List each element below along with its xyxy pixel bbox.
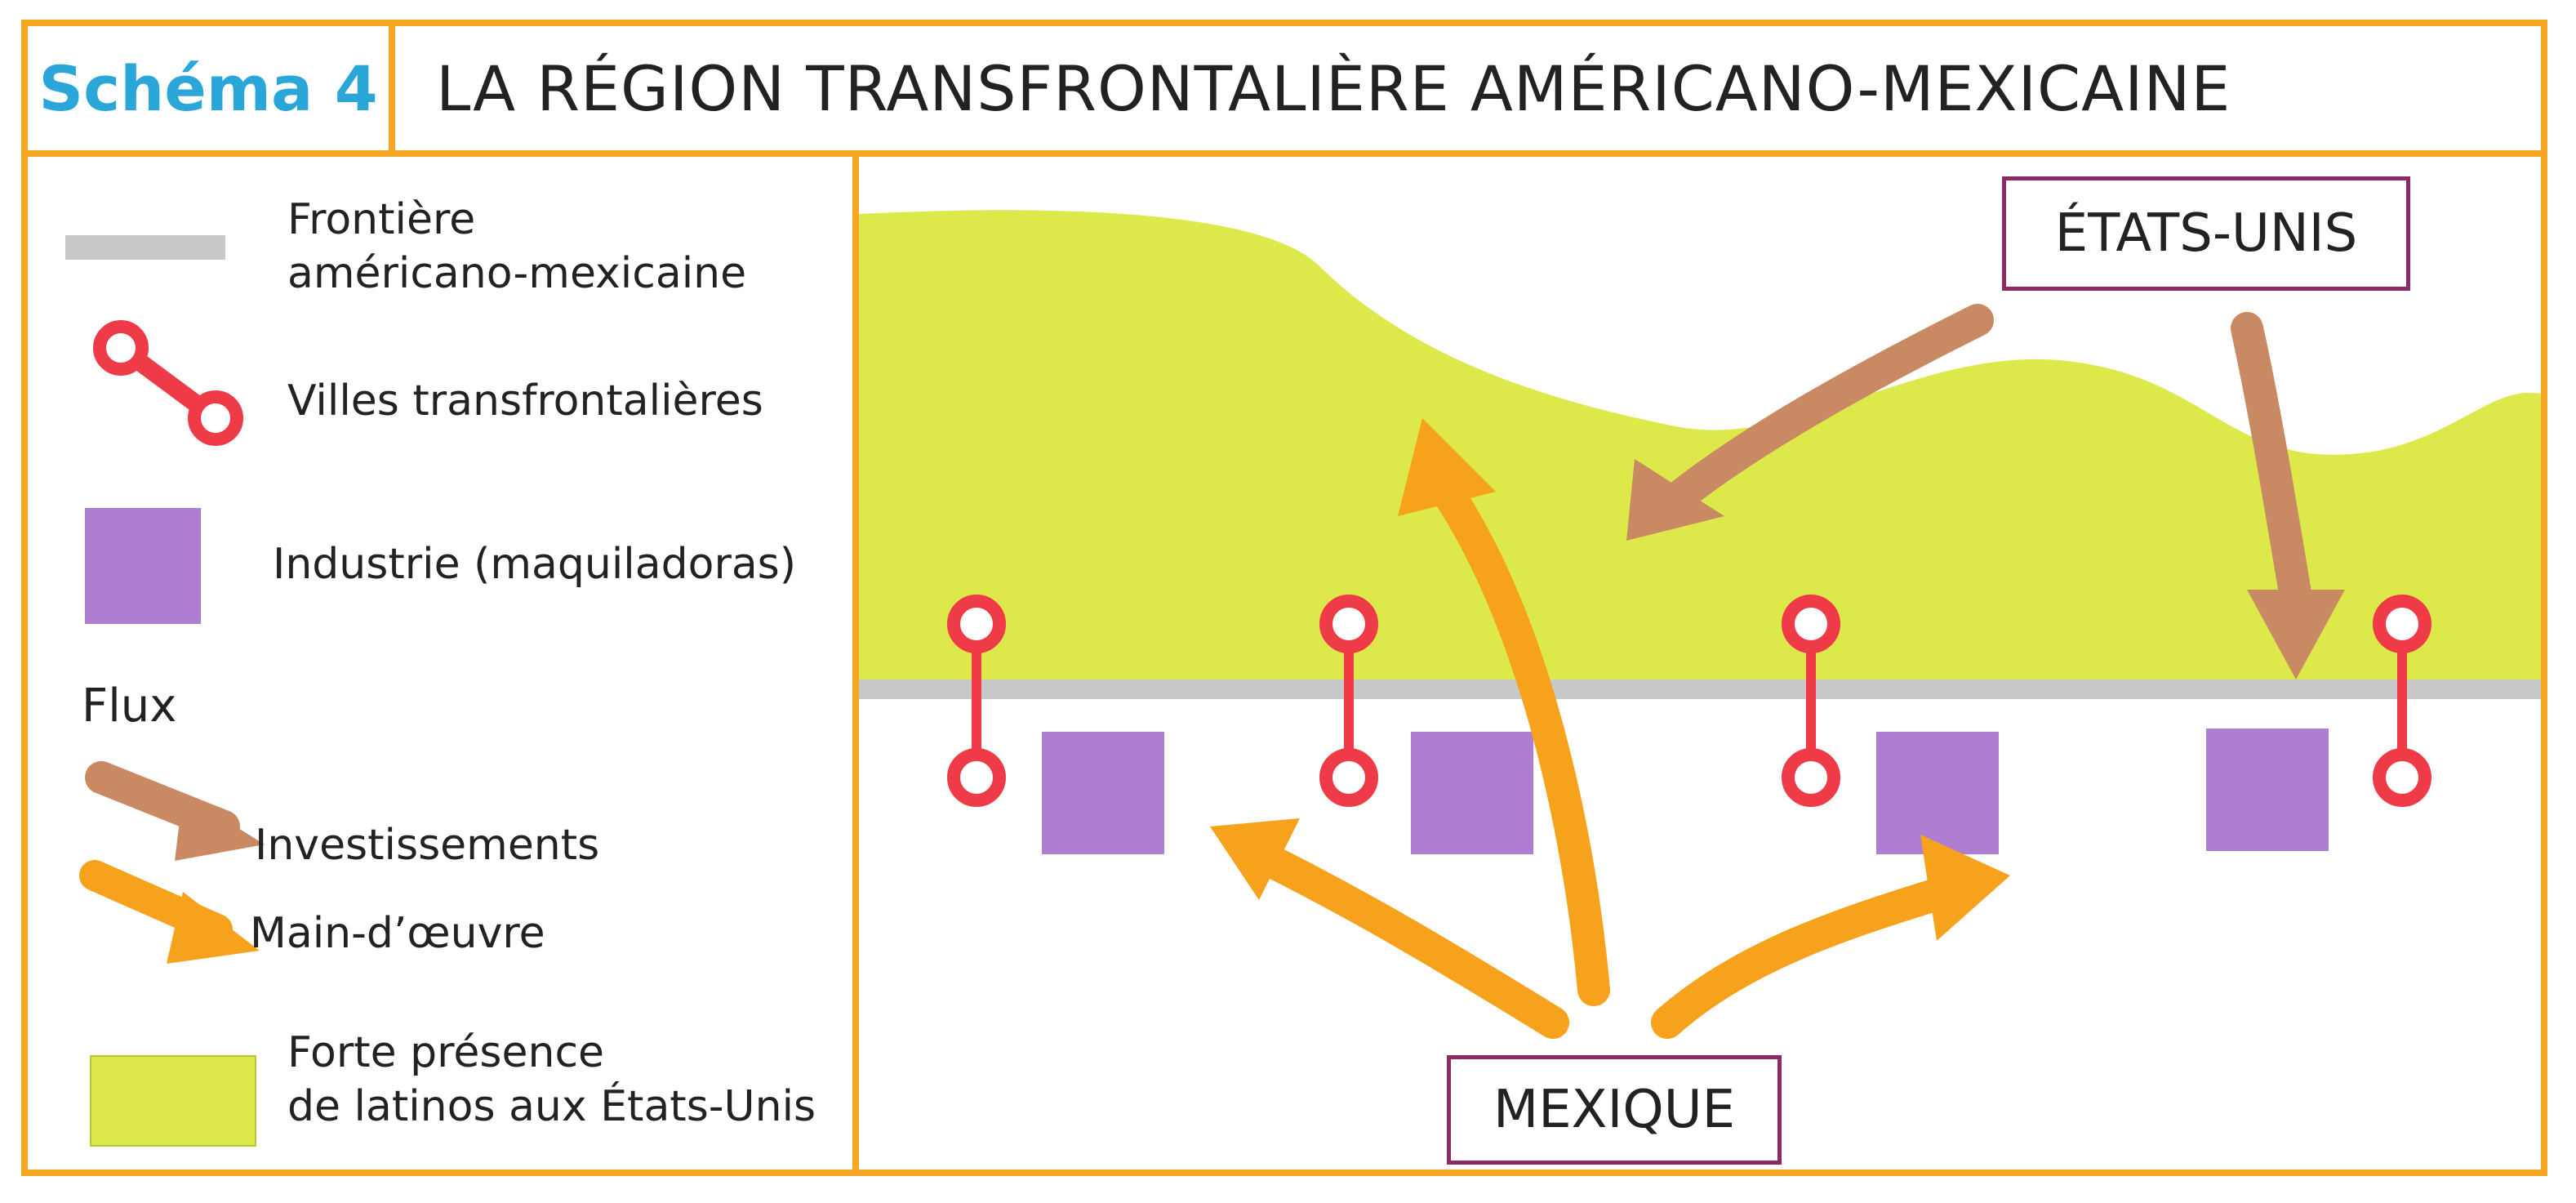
legend-border-line2: américano-mexicaine: [287, 249, 747, 298]
industry-3: [1876, 732, 1999, 854]
latino-presence-zone: [859, 210, 2541, 679]
border-line: [859, 679, 2541, 699]
labor-arrow-icon: [79, 860, 260, 964]
city-pair-1: [947, 595, 1006, 807]
latino-zone-swatch: [90, 1055, 256, 1147]
investment-arrow-1: [1626, 304, 1994, 541]
legend-latinos-line1: Forte présence: [287, 1028, 605, 1077]
map-drawing: [859, 210, 2541, 1039]
header: Schéma 4 LA RÉGION TRANSFRONTALIÈRE AMÉR…: [28, 26, 2541, 157]
industry-4: [2206, 728, 2329, 851]
investment-arrow-2: [2231, 312, 2345, 679]
labor-arrow-north: [1398, 418, 1610, 1006]
legend-border-label: Frontière américano-mexicaine: [287, 193, 746, 301]
industry-2: [1411, 732, 1533, 854]
legend: Frontière américano-mexicaine Villes tra…: [28, 157, 859, 1170]
legend-industry-label: Industrie (maquiladoras): [273, 540, 797, 589]
map-area: ÉTATS-UNIS MEXIQUE: [859, 157, 2541, 1170]
city-pair-4: [2373, 595, 2431, 807]
schema-tag: Schéma 4: [28, 26, 395, 150]
industry-swatch: [85, 508, 201, 624]
legend-investments-label: Investissements: [255, 821, 600, 870]
legend-cities-label: Villes transfrontalières: [287, 376, 763, 426]
city-pair-2: [1319, 595, 1378, 807]
city-pair-icon: [93, 320, 243, 446]
usa-label: ÉTATS-UNIS: [2002, 176, 2410, 291]
legend-border-line1: Frontière: [287, 195, 476, 244]
mexico-label: MEXIQUE: [1447, 1055, 1782, 1165]
diagram-frame: Schéma 4 LA RÉGION TRANSFRONTALIÈRE AMÉR…: [21, 20, 2547, 1176]
diagram-title: LA RÉGION TRANSFRONTALIÈRE AMÉRICANO-MEX…: [436, 51, 2231, 125]
labor-arrow-west: [1210, 818, 1569, 1039]
legend-latinos-label: Forte présence de latinos aux États-Unis: [287, 1026, 816, 1134]
labor-arrow-east: [1651, 835, 2010, 1039]
border-line-swatch: [65, 235, 225, 260]
city-pair-3: [1782, 595, 1840, 807]
legend-labor-label: Main-d’œuvre: [250, 909, 545, 958]
legend-flux-title: Flux: [82, 679, 177, 733]
legend-latinos-line2: de latinos aux États-Unis: [287, 1082, 816, 1131]
investment-arrow-icon: [85, 761, 265, 861]
industry-1: [1042, 732, 1164, 854]
